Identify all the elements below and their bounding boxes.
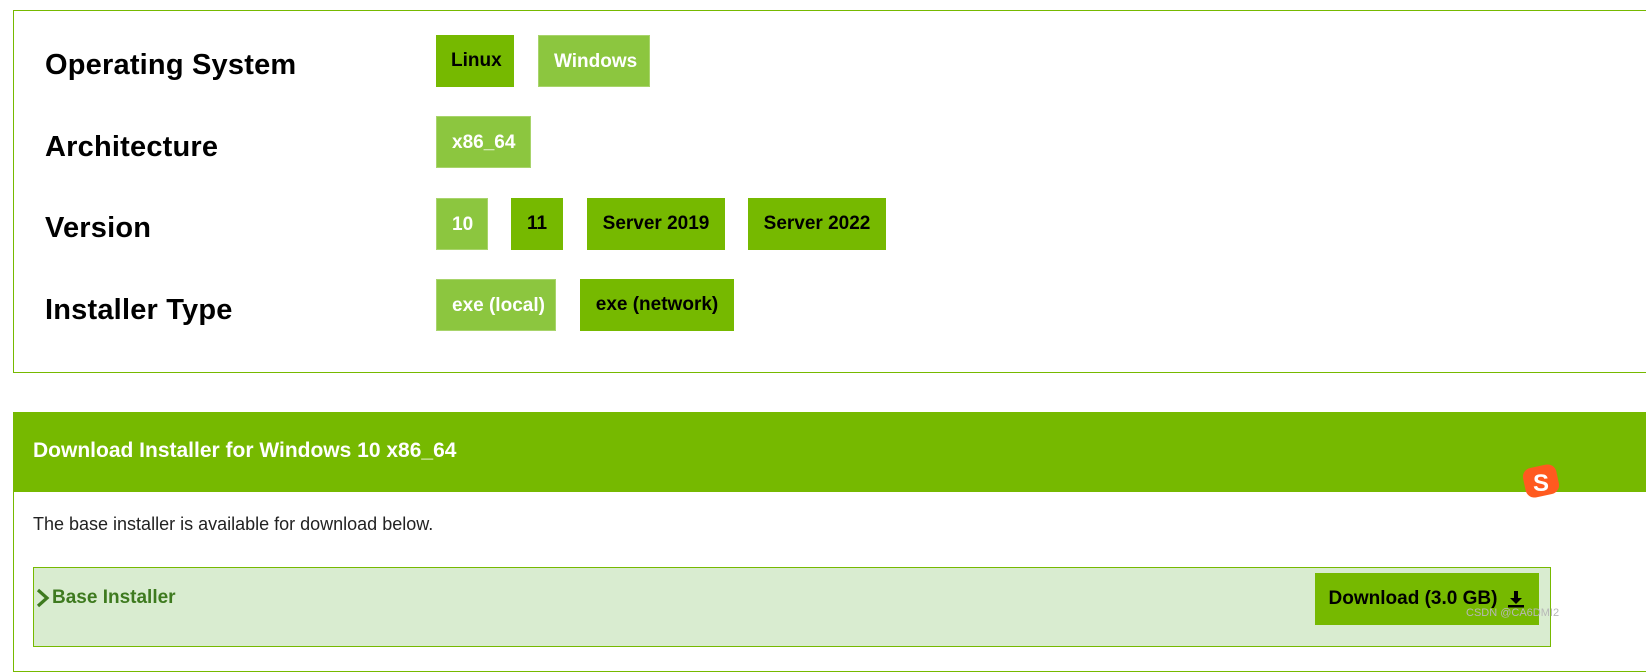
installer-selector-panel: Operating System Linux Windows Architect… <box>13 10 1646 373</box>
svg-text:S: S <box>1533 470 1549 497</box>
option-installer-exe-local[interactable]: exe (local) <box>436 279 556 331</box>
base-installer-label: Base Installer <box>52 587 176 608</box>
download-header: Download Installer for Windows 10 x86_64 <box>14 413 1646 492</box>
chevron-right-icon <box>36 588 50 608</box>
version-label: Version <box>45 212 152 244</box>
installer-type-label: Installer Type <box>45 294 233 326</box>
base-installer-note: The base installer is available for down… <box>33 514 434 534</box>
option-version-10[interactable]: 10 <box>436 198 488 250</box>
download-panel: Download Installer for Windows 10 x86_64… <box>13 412 1646 672</box>
sogou-ime-icon[interactable]: S <box>1522 463 1562 499</box>
download-button[interactable]: Download (3.0 GB) <box>1315 573 1539 625</box>
architecture-label: Architecture <box>45 131 219 163</box>
option-installer-exe-network[interactable]: exe (network) <box>580 279 734 331</box>
option-os-windows[interactable]: Windows <box>538 35 650 87</box>
base-installer-toggle[interactable]: Base Installer <box>36 587 176 609</box>
option-version-server-2019[interactable]: Server 2019 <box>587 198 725 250</box>
operating-system-label: Operating System <box>45 49 297 81</box>
option-version-11[interactable]: 11 <box>511 198 563 250</box>
option-os-linux[interactable]: Linux <box>436 35 514 87</box>
option-version-server-2022[interactable]: Server 2022 <box>748 198 886 250</box>
download-title: Download Installer for Windows 10 x86_64 <box>33 439 457 462</box>
option-arch-x86-64[interactable]: x86_64 <box>436 116 531 168</box>
download-icon <box>1508 591 1525 608</box>
watermark: CSDN @CA6DMI2 <box>1466 607 1560 619</box>
download-button-label: Download (3.0 GB) <box>1328 588 1498 609</box>
base-installer-box: Base Installer Download (3.0 GB) <box>33 567 1551 647</box>
